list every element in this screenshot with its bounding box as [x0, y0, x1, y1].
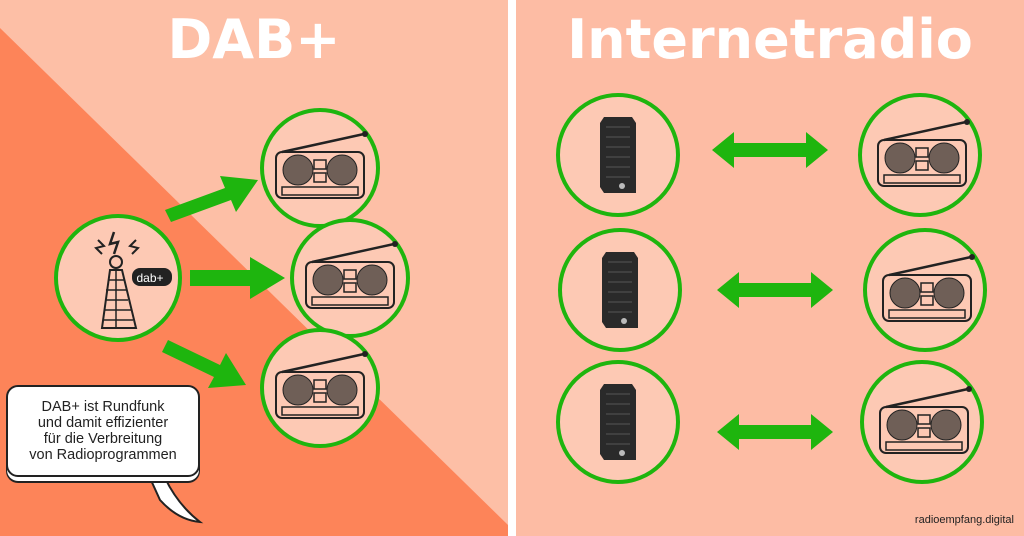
radio-circle: [290, 218, 410, 338]
broadcast-arrows: [162, 176, 285, 388]
bubble-line: und damit effizienter: [37, 415, 169, 431]
server-circle: [556, 360, 680, 484]
server-circle: [558, 228, 682, 352]
speech-bubble: DAB+ ist Rundfunk und damit effizienter …: [6, 385, 200, 477]
radio-circle: [860, 360, 984, 484]
bidirectional-arrow: [712, 132, 828, 168]
divider: [508, 0, 516, 536]
bidirectional-arrow: [717, 272, 833, 308]
internetradio-title: Internetradio: [567, 8, 973, 71]
server-circle: [556, 93, 680, 217]
bidirectional-arrow: [717, 414, 833, 450]
bubble-line: von Radioprogrammen: [29, 447, 177, 463]
bubble-line: DAB+ ist Rundfunk: [41, 399, 165, 415]
transmitter-circle: dab+: [54, 214, 182, 342]
radio-circle: [260, 108, 380, 228]
dab-logo: [132, 268, 172, 286]
svg-text:dab+: dab+: [136, 271, 163, 285]
bubble-line: für die Verbreitung: [43, 431, 163, 447]
credit: radioempfang.digital: [914, 514, 1014, 526]
radio-circle: [863, 228, 987, 352]
bubble-tail: [148, 477, 204, 524]
dab-title: DAB+: [167, 8, 341, 71]
radio-circle: [858, 93, 982, 217]
signal-icon: [108, 231, 120, 255]
radio-circle: [260, 328, 380, 448]
